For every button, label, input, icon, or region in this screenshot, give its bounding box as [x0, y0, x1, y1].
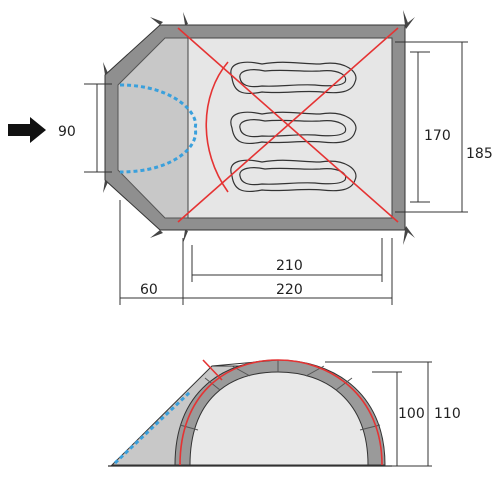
- sleeping-bag-1-inner: [239, 69, 347, 88]
- pegs: [103, 10, 415, 245]
- sleeping-bag-2-inner: [239, 119, 347, 138]
- vestibule-depth-label: 60: [140, 282, 158, 298]
- inner-width-label: 170: [424, 128, 451, 144]
- outer-height-label: 110: [434, 406, 461, 422]
- inner-length-label: 210: [276, 258, 303, 274]
- sleeping-bag-3-inner: [239, 167, 347, 186]
- side-view: 100 110: [108, 359, 461, 467]
- side-door-zip: [113, 390, 192, 465]
- sleeping-bag-2: [230, 111, 357, 145]
- sleeping-bags: [230, 61, 357, 193]
- entrance-width-label: 90: [58, 124, 76, 140]
- side-pole: [179, 359, 383, 466]
- door-zip: [119, 83, 198, 174]
- sleeping-bag-3: [230, 159, 357, 193]
- outer-width-label: 185: [466, 146, 493, 162]
- outer-length-label: 220: [276, 282, 303, 298]
- pole-cross-2: [177, 27, 399, 223]
- inner-height-label: 100: [398, 406, 425, 422]
- pole-vestibule: [205, 61, 229, 193]
- poles: [177, 27, 399, 223]
- side-pole-vestibule: [202, 359, 223, 381]
- entrance-arrow-icon: [8, 117, 46, 143]
- dome-inner: [189, 371, 369, 466]
- sleeping-bag-1: [230, 61, 357, 95]
- floor-plan: 90 170 185 210 220 60: [8, 10, 493, 305]
